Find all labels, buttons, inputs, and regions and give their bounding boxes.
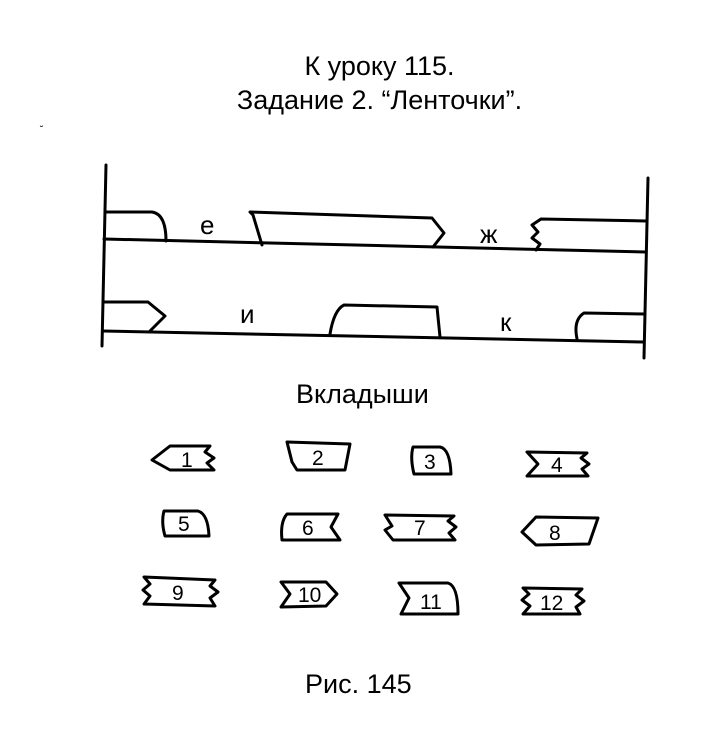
ribbon-bottom-piece-left (102, 300, 167, 333)
ribbon-bottom-letter-2: к (500, 307, 512, 337)
insert-label-9: 9 (172, 582, 184, 605)
task-title: Задание 2. “Ленточки”. (236, 85, 523, 115)
ribbon-bottom-letter-1: и (240, 299, 255, 329)
insert-piece-12: 12 (520, 586, 586, 616)
insert-label-8: 8 (549, 522, 561, 545)
ribbon-top-letter-2: ж (480, 219, 498, 249)
ribbon-bottom-baseline (101, 329, 646, 344)
stray-print-mark: ˘ (40, 125, 44, 136)
insert-label-11: 11 (420, 591, 442, 614)
lesson-title: К уроку 115. (304, 51, 455, 81)
insert-label-4: 4 (551, 454, 563, 477)
insert-piece-11: 11 (397, 581, 460, 616)
ribbon-bottom-piece-right (574, 311, 647, 341)
ribbon-top-piece-middle (248, 210, 446, 249)
insert-piece-7: 7 (383, 513, 458, 542)
frame-right-post (642, 176, 650, 360)
ribbon-top-baseline (102, 237, 648, 254)
ribbon-top-letter-1: е (200, 210, 214, 240)
insert-piece-10: 10 (279, 580, 339, 609)
insert-piece-1: 1 (150, 444, 216, 472)
insert-piece-3: 3 (410, 445, 453, 476)
ribbon-bottom-piece-middle (328, 303, 442, 339)
insert-piece-9: 9 (141, 575, 220, 608)
insert-label-2: 2 (312, 447, 324, 470)
inserts-heading: Вкладыши (296, 379, 429, 409)
insert-label-10: 10 (298, 584, 321, 607)
insert-piece-2: 2 (285, 440, 352, 472)
figure-caption: Рис. 145 (305, 669, 412, 699)
ribbon-top-piece-right (530, 217, 648, 252)
insert-piece-5: 5 (161, 509, 211, 538)
ribbon-top-piece-left (103, 210, 168, 243)
insert-label-1: 1 (181, 449, 193, 472)
insert-piece-8: 8 (520, 515, 600, 547)
insert-piece-6: 6 (280, 512, 342, 542)
insert-label-5: 5 (178, 513, 190, 536)
insert-label-3: 3 (424, 451, 436, 474)
insert-label-6: 6 (302, 517, 314, 540)
insert-piece-4: 4 (525, 450, 591, 478)
insert-label-12: 12 (540, 592, 563, 615)
insert-label-7: 7 (414, 517, 426, 540)
frame-left-post (100, 163, 108, 348)
